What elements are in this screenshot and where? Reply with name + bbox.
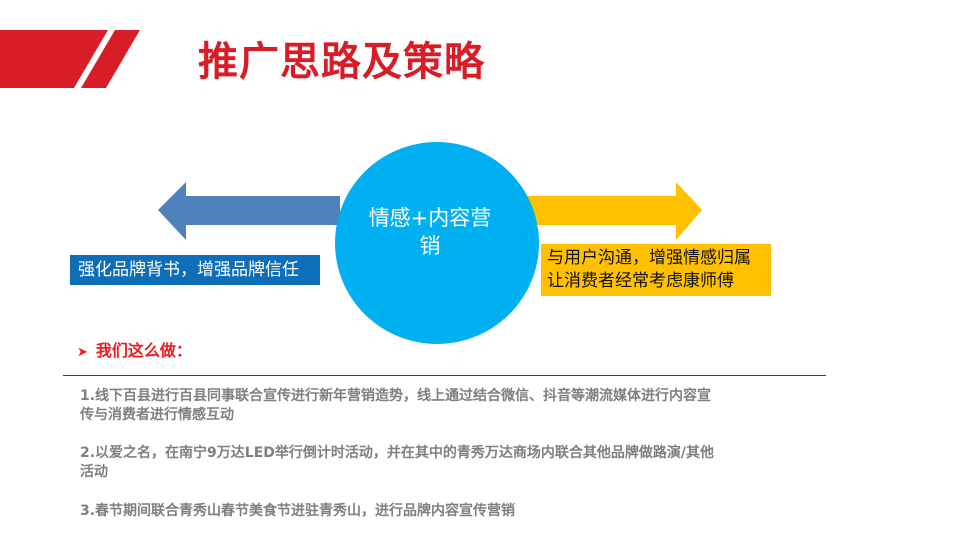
center-circle (335, 142, 539, 344)
right-callout-line2: 让消费者经常考虑康师傅 (547, 271, 734, 291)
arrow-left-icon (158, 182, 340, 240)
bullet-arrow-icon: ➤ (77, 345, 88, 360)
right-callout-line1: 与用户沟通，增强情感归属 (547, 248, 751, 268)
right-callout-box: 与用户沟通，增强情感归属 让消费者经常考虑康师傅 (541, 244, 771, 296)
list-item-line: 3.春节期间联合青秀山春节美食节进驻青秀山，进行品牌内容宣传营销 (80, 503, 516, 519)
header-red-stripe (81, 30, 140, 88)
page-title: 推广思路及策略 (198, 39, 485, 85)
section-heading-text: 我们这么做： (95, 341, 192, 360)
section-divider (63, 375, 826, 376)
list-item: 3.春节期间联合青秀山春节美食节进驻青秀山，进行品牌内容宣传营销 (80, 502, 810, 521)
list-item-line: 活动 (80, 464, 108, 480)
center-circle-label: 情感+内容营 销 (340, 204, 520, 260)
header-red-band (0, 30, 108, 88)
arrow-right-icon (520, 182, 702, 240)
center-label-line1: 情感+内容营 (368, 206, 492, 230)
list-item: 1.线下百县进行百县同事联合宣传进行新年营销造势，线上通过结合微信、抖音等潮流媒… (80, 387, 810, 425)
section-heading: ➤ 我们这么做： (77, 341, 192, 363)
left-callout-box: 强化品牌背书，增强品牌信任 (70, 255, 320, 285)
list-item-line: 传与消费者进行情感互动 (80, 407, 234, 423)
center-label-line2: 销 (419, 234, 441, 258)
list-item: 2.以爱之名，在南宁9万达LED举行倒计时活动，并在其中的青秀万达商场内联合其他… (80, 444, 810, 482)
list-item-line: 1.线下百县进行百县同事联合宣传进行新年营销造势，线上通过结合微信、抖音等潮流媒… (80, 388, 712, 404)
list-item-line: 2.以爱之名，在南宁9万达LED举行倒计时活动，并在其中的青秀万达商场内联合其他… (80, 445, 715, 461)
